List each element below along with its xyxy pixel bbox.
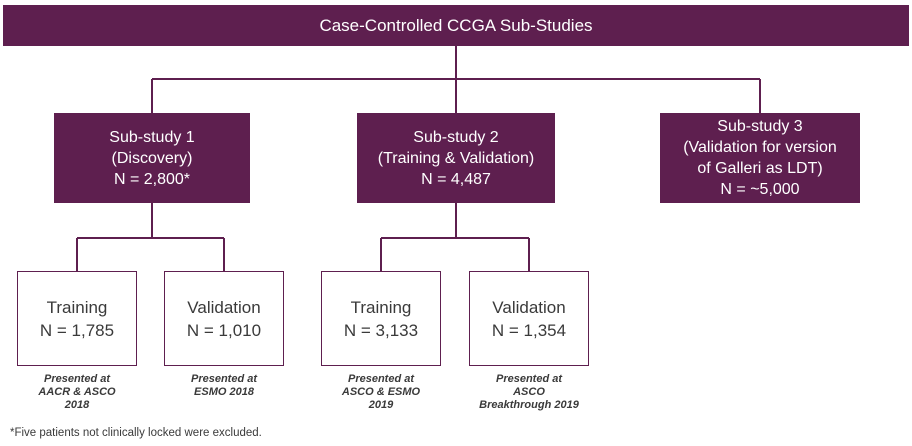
arm-4-note-line-3: Breakthrough 2019 xyxy=(479,399,579,411)
substudy-1-name: Sub-study 1 xyxy=(109,128,195,146)
arm-1-box: Training N = 1,785 xyxy=(17,271,137,366)
arm-1-label: Training xyxy=(46,297,108,317)
arm-3-count: N = 3,133 xyxy=(343,320,419,340)
substudy-1-count: N = 2,800* xyxy=(113,170,191,188)
substudy-3-type-line-2: of Galleri as LDT) xyxy=(697,160,823,177)
arm-1-note-line-1: Presented at xyxy=(43,373,111,385)
diagram-title: Case-Controlled CCGA Sub-Studies xyxy=(3,5,909,46)
arm-3-label: Training xyxy=(350,297,412,317)
arm-2-note: Presented at ESMO 2018 xyxy=(164,373,284,399)
substudy-3-name: Sub-study 3 xyxy=(717,118,803,135)
substudy-2-box: Sub-study 2 (Training & Validation) N = … xyxy=(357,113,555,203)
arm-2-label: Validation xyxy=(187,297,261,317)
arm-3-note-line-1: Presented at xyxy=(347,373,415,385)
arm-2-note-line-1: Presented at xyxy=(190,373,258,385)
arm-4-count: N = 1,354 xyxy=(491,320,567,340)
substudy-2-type: (Training & Validation) xyxy=(377,149,535,167)
arm-4-note-line-1: Presented at xyxy=(495,373,563,385)
substudy-3-count: N = ~5,000 xyxy=(720,181,800,198)
arm-3-note-line-2: ASCO & ESMO xyxy=(341,386,421,398)
arm-1-note-line-3: 2018 xyxy=(64,399,90,411)
substudy-1-type: (Discovery) xyxy=(111,149,193,167)
footnote: *Five patients not clinically locked wer… xyxy=(10,427,262,439)
substudy-2-name: Sub-study 2 xyxy=(413,128,499,146)
arm-2-note-line-2: ESMO 2018 xyxy=(194,386,254,398)
arm-3-note: Presented at ASCO & ESMO 2019 xyxy=(321,373,441,412)
arm-3-box: Training N = 3,133 xyxy=(321,271,441,366)
arm-1-note-line-2: AACR & ASCO xyxy=(38,386,116,398)
substudy-3-type-line-1: (Validation for version xyxy=(683,139,837,156)
arm-3-note-line-3: 2019 xyxy=(368,399,394,411)
substudy-3-box: Sub-study 3 (Validation for version of G… xyxy=(660,113,860,203)
substudy-2-count: N = 4,487 xyxy=(421,170,491,188)
arm-1-note: Presented at AACR & ASCO 2018 xyxy=(17,373,137,412)
substudy-1-box: Sub-study 1 (Discovery) N = 2,800* xyxy=(54,113,250,203)
arm-1-count: N = 1,785 xyxy=(39,320,115,340)
arm-4-box: Validation N = 1,354 xyxy=(469,271,589,366)
arm-4-note: Presented at ASCO Breakthrough 2019 xyxy=(462,373,596,412)
arm-2-box: Validation N = 1,010 xyxy=(164,271,284,366)
arm-4-label: Validation xyxy=(492,297,566,317)
arm-2-count: N = 1,010 xyxy=(186,320,262,340)
arm-4-note-line-2: ASCO xyxy=(513,386,545,398)
